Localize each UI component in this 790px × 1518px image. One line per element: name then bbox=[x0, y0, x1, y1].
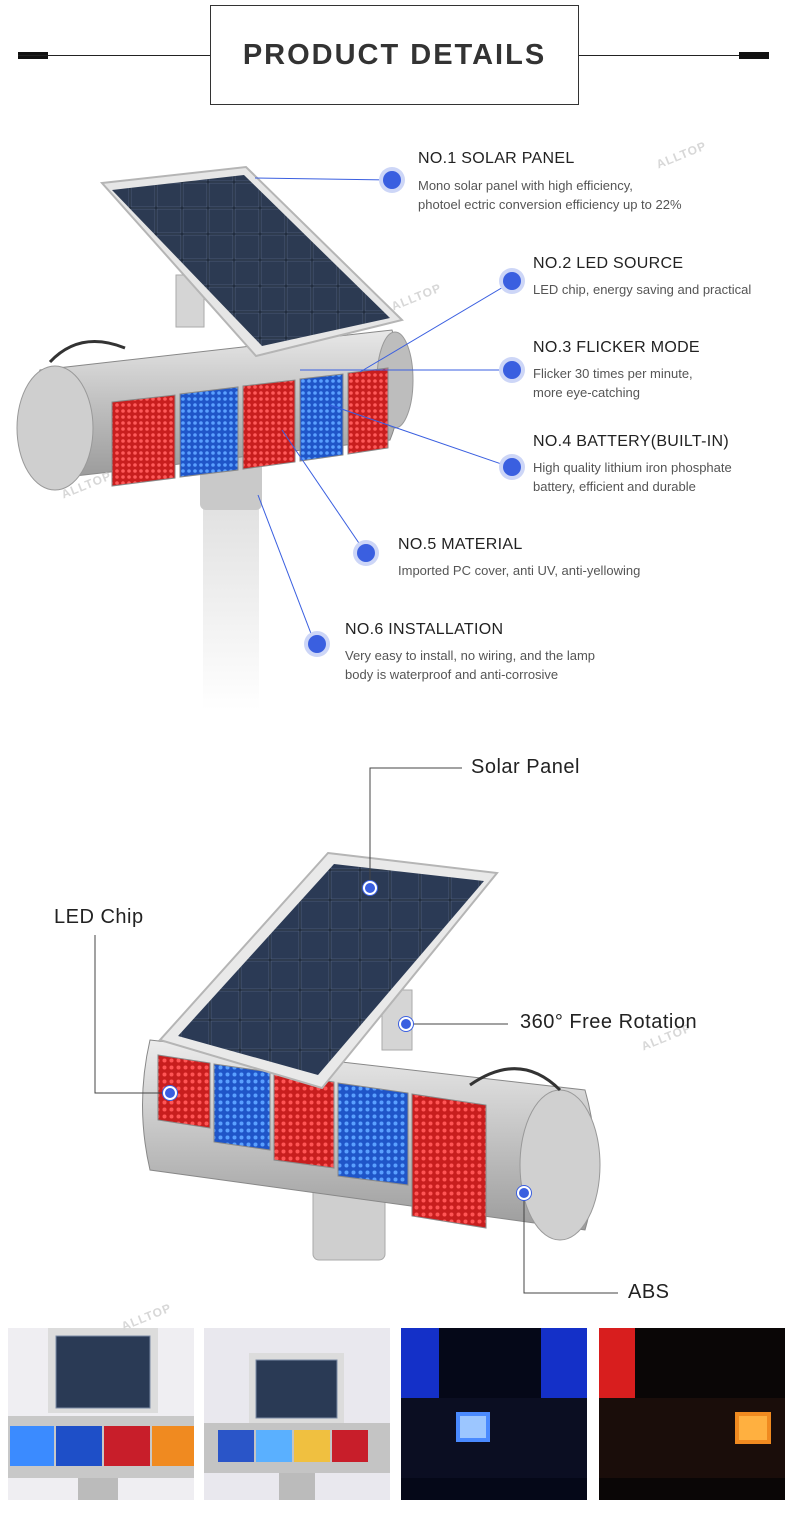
feature-marker-6 bbox=[308, 635, 326, 653]
feature-desc-6-line-1: Very easy to install, no wiring, and the… bbox=[345, 648, 596, 663]
thumbnail-3-image bbox=[401, 1328, 587, 1478]
feature-marker-5 bbox=[357, 544, 375, 562]
feature-desc-4-line-2: battery, efficient and durable bbox=[533, 479, 696, 494]
label-solar-panel: Solar Panel bbox=[471, 756, 580, 778]
part-connector-lines bbox=[94, 767, 618, 1294]
feature-desc-1: Mono solar panel with high efficiency, p… bbox=[418, 176, 682, 214]
label-rotation: 360° Free Rotation bbox=[520, 1011, 698, 1033]
feature-title-1: NO.1 SOLAR PANEL bbox=[418, 150, 575, 167]
label-led-chip: LED Chip bbox=[54, 906, 144, 928]
header-right-cap bbox=[739, 52, 769, 59]
thumbnail-4-image bbox=[599, 1328, 785, 1478]
feature-desc-2-line-1: LED chip, energy saving and practical bbox=[533, 282, 752, 297]
feature-desc-4: High quality lithium iron phosphate batt… bbox=[533, 458, 732, 496]
product-image-parts bbox=[142, 851, 601, 1261]
header-left-line bbox=[18, 55, 210, 56]
thumbnail-2-image bbox=[204, 1353, 390, 1500]
header-right-line bbox=[579, 55, 769, 56]
thumbnail-4 bbox=[599, 1328, 785, 1500]
part-marker-abs bbox=[517, 1186, 531, 1200]
part-marker-solar-panel bbox=[363, 881, 377, 895]
thumbnail-3 bbox=[401, 1328, 587, 1500]
feature-desc-3-line-1: Flicker 30 times per minute, bbox=[533, 366, 693, 381]
thumbnail-1 bbox=[8, 1328, 194, 1500]
feature-desc-6-line-2: body is waterproof and anti-corrosive bbox=[345, 667, 559, 682]
feature-desc-5: Imported PC cover, anti UV, anti-yellowi… bbox=[398, 561, 640, 580]
feature-desc-6: Very easy to install, no wiring, and the… bbox=[345, 646, 595, 684]
feature-desc-3: Flicker 30 times per minute, more eye-ca… bbox=[533, 364, 693, 402]
feature-title-2: NO.2 LED SOURCE bbox=[533, 255, 684, 272]
part-marker-rotation bbox=[399, 1017, 413, 1031]
header-title-box: PRODUCT DETAILS bbox=[210, 5, 579, 105]
feature-title-6: NO.6 INSTALLATION bbox=[345, 621, 504, 638]
feature-desc-1-line-1: Mono solar panel with high efficiency, bbox=[418, 178, 633, 193]
thumbnail-2 bbox=[204, 1328, 390, 1500]
feature-title-4: NO.4 BATTERY(BUILT-IN) bbox=[533, 433, 729, 450]
page-title: PRODUCT DETAILS bbox=[242, 38, 547, 71]
part-marker-led-chip bbox=[163, 1086, 177, 1100]
feature-marker-2 bbox=[503, 272, 521, 290]
label-abs: ABS bbox=[628, 1281, 670, 1303]
feature-marker-3 bbox=[503, 361, 521, 379]
feature-desc-2: LED chip, energy saving and practical bbox=[533, 280, 751, 299]
thumbnail-1-image bbox=[8, 1328, 194, 1500]
feature-marker-1 bbox=[383, 171, 401, 189]
feature-connector-lines bbox=[254, 177, 511, 645]
feature-desc-3-line-2: more eye-catching bbox=[533, 385, 640, 400]
feature-desc-4-line-1: High quality lithium iron phosphate bbox=[533, 460, 732, 475]
feature-title-3: NO.3 FLICKER MODE bbox=[533, 339, 700, 356]
feature-marker-4 bbox=[503, 458, 521, 476]
product-image-main bbox=[16, 165, 414, 710]
feature-desc-1-line-2: photoel ectric conversion efficiency up … bbox=[418, 197, 682, 212]
feature-desc-5-line-1: Imported PC cover, anti UV, anti-yellowi… bbox=[398, 563, 641, 578]
feature-title-5: NO.5 MATERIAL bbox=[398, 536, 523, 553]
